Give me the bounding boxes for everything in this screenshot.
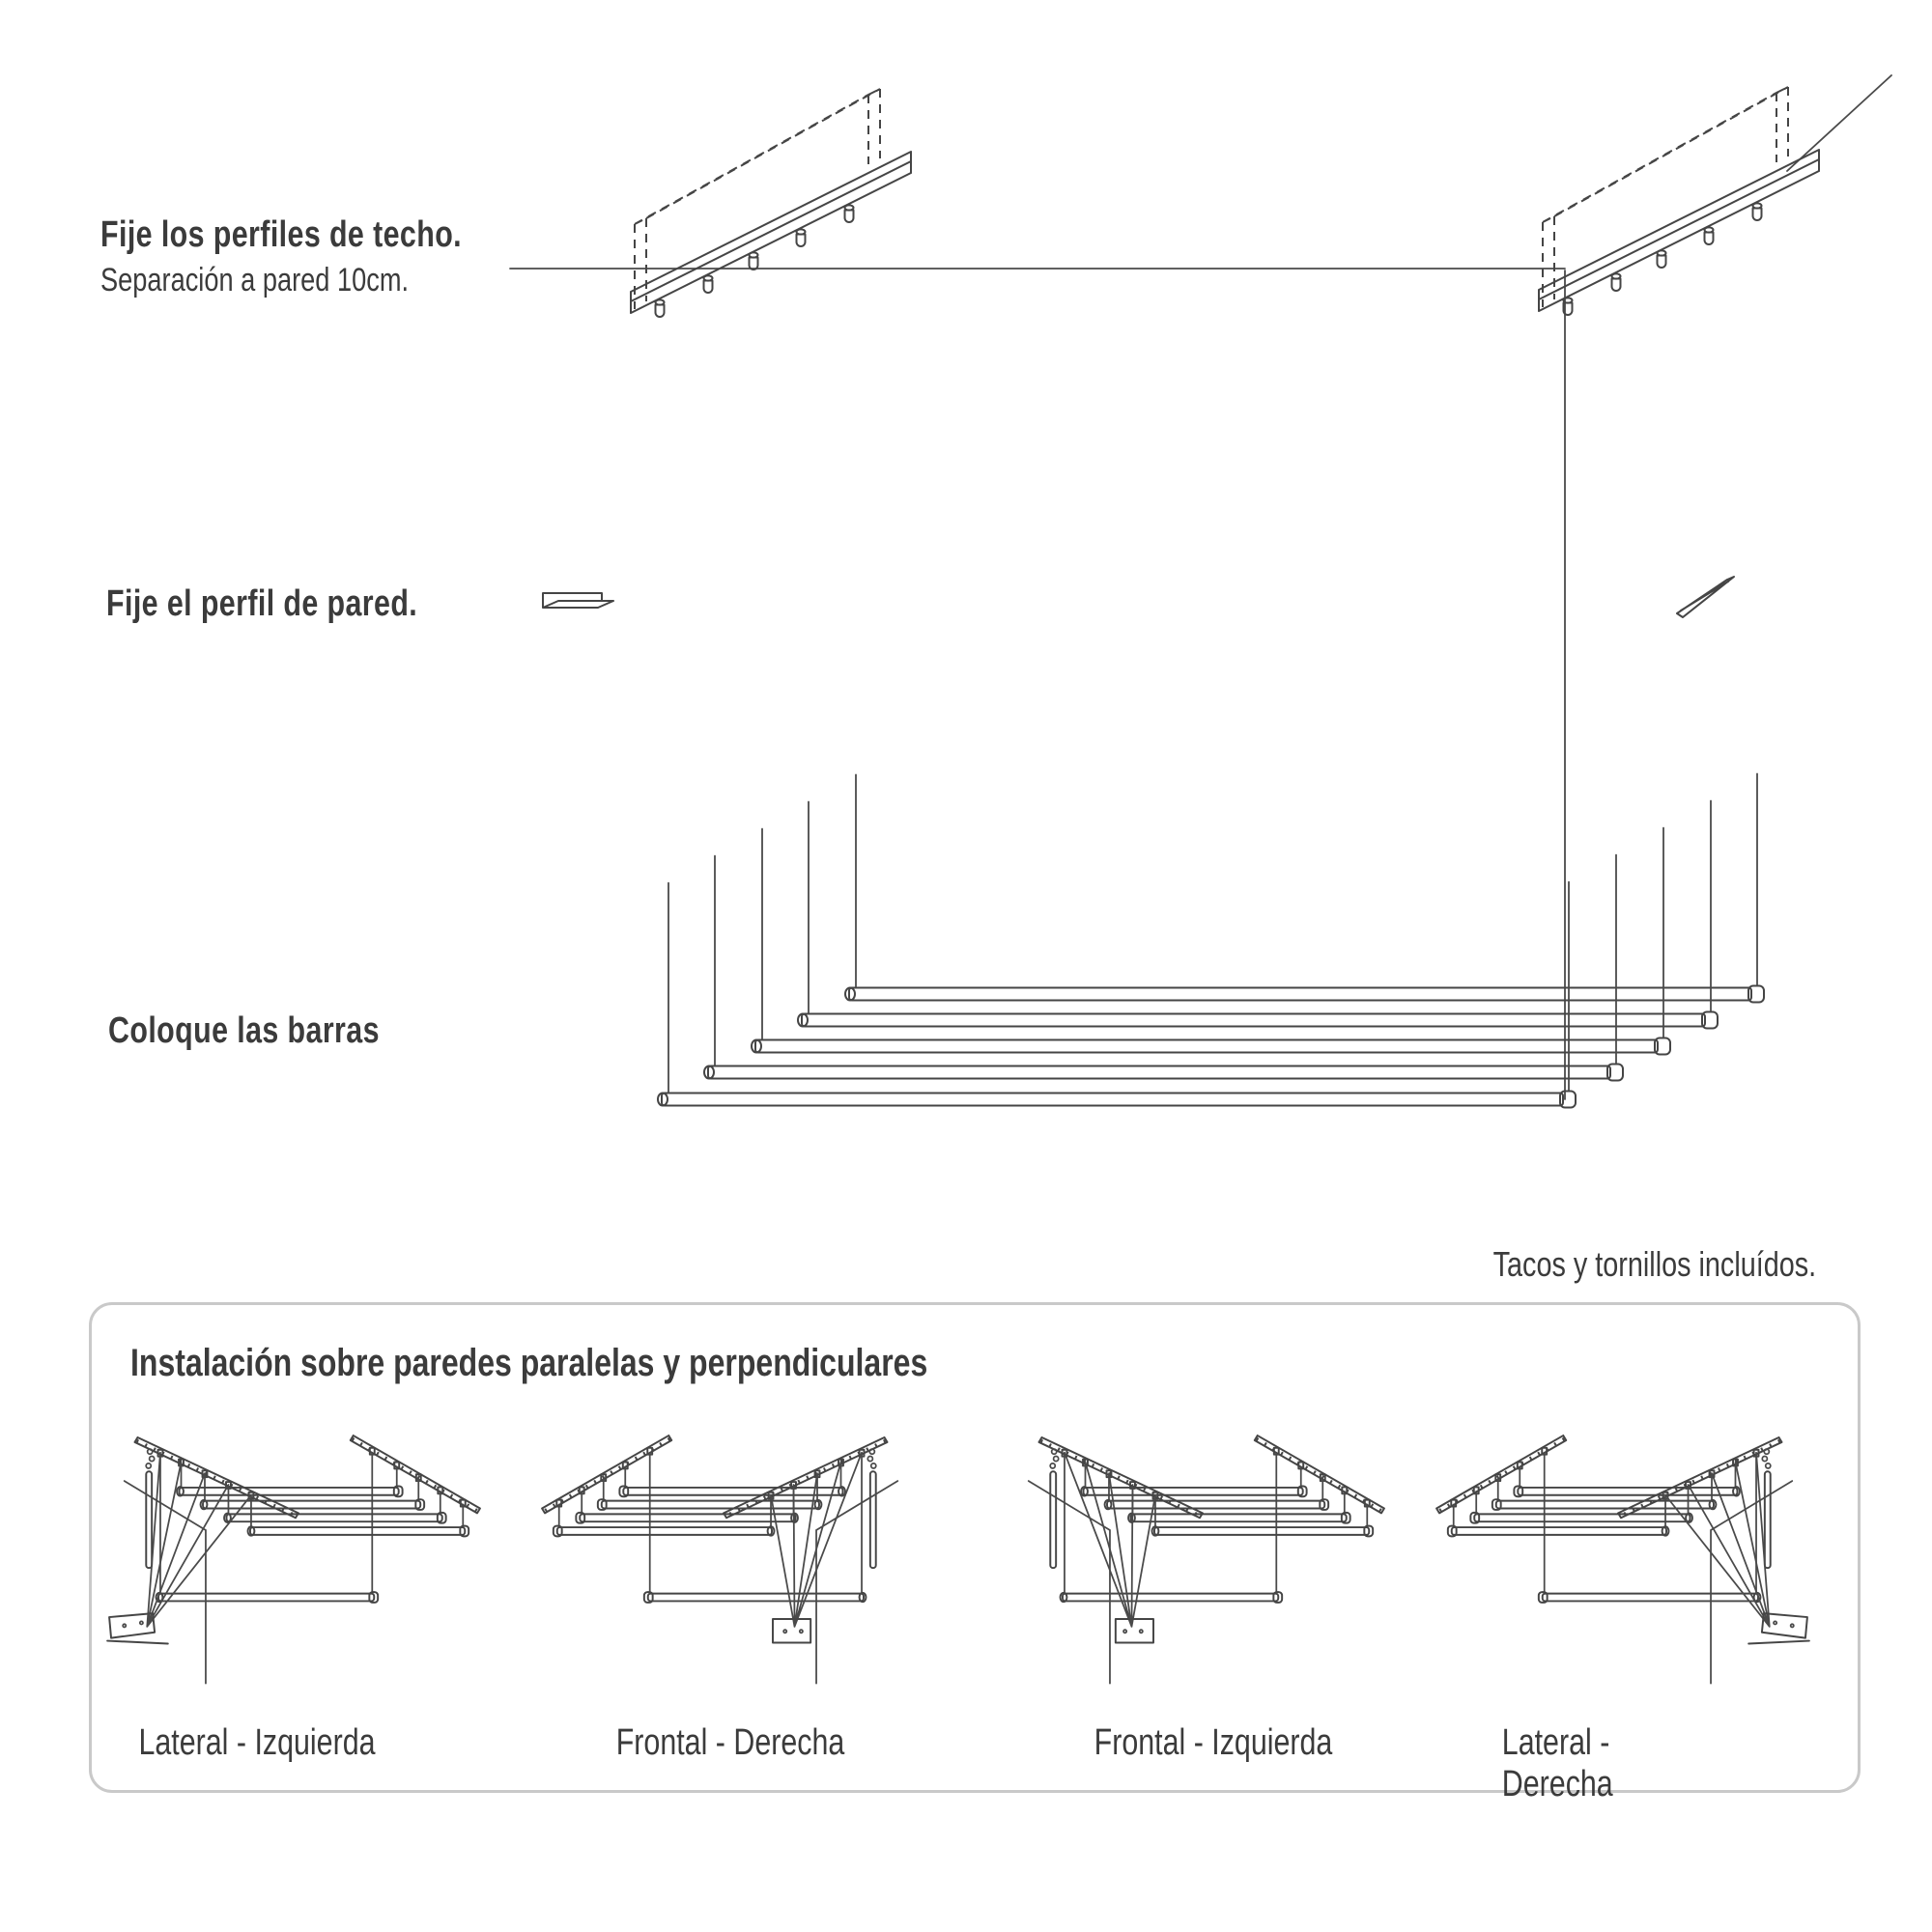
variants-panel: Instalación sobre paredes paralelas y pe… [89,1302,1861,1804]
wall-profile-left-drawing [542,592,614,609]
variant-label-lateral-derecha: Lateral - Derecha [1501,1722,1613,1804]
variant-label-lateral-izquierda: Lateral - Izquierda [138,1722,376,1763]
rack-diagram-lateral-izquierda [96,1394,494,1711]
wall-profile-right-drawing [1676,576,1735,618]
step-ceiling-title: Fije los perfiles de techo. [100,214,463,255]
variant-label-frontal-izquierda: Frontal - Izquierda [1094,1722,1333,1763]
step-wall-title: Fije el perfil de pared. [106,583,418,624]
rack-diagram-frontal-izquierda [1000,1394,1398,1711]
ceiling-profile-right-drawing [1539,87,1819,315]
step-bars-text: Coloque las barras [108,1010,447,1052]
bars-drawing [657,773,1765,1109]
step-wall-text: Fije el perfil de pared. [106,583,496,625]
guide-lines [509,74,1892,1100]
variant-label-frontal-derecha: Frontal - Derecha [615,1722,845,1763]
hardware-note: Tacos y tornillos incluídos. [1492,1244,1816,1284]
variants-panel-title: Instalación sobre paredes paralelas y pe… [130,1342,928,1384]
step-ceiling-subtitle: Separación a pared 10cm. [100,262,410,298]
step-ceiling-text: Fije los perfiles de techo. Separación a… [100,214,553,299]
ceiling-profile-left-drawing [631,89,911,317]
step-bars-title: Coloque las barras [108,1010,380,1051]
rack-diagram-lateral-derecha [1423,1394,1821,1711]
rack-diagram-frontal-derecha [528,1394,926,1711]
